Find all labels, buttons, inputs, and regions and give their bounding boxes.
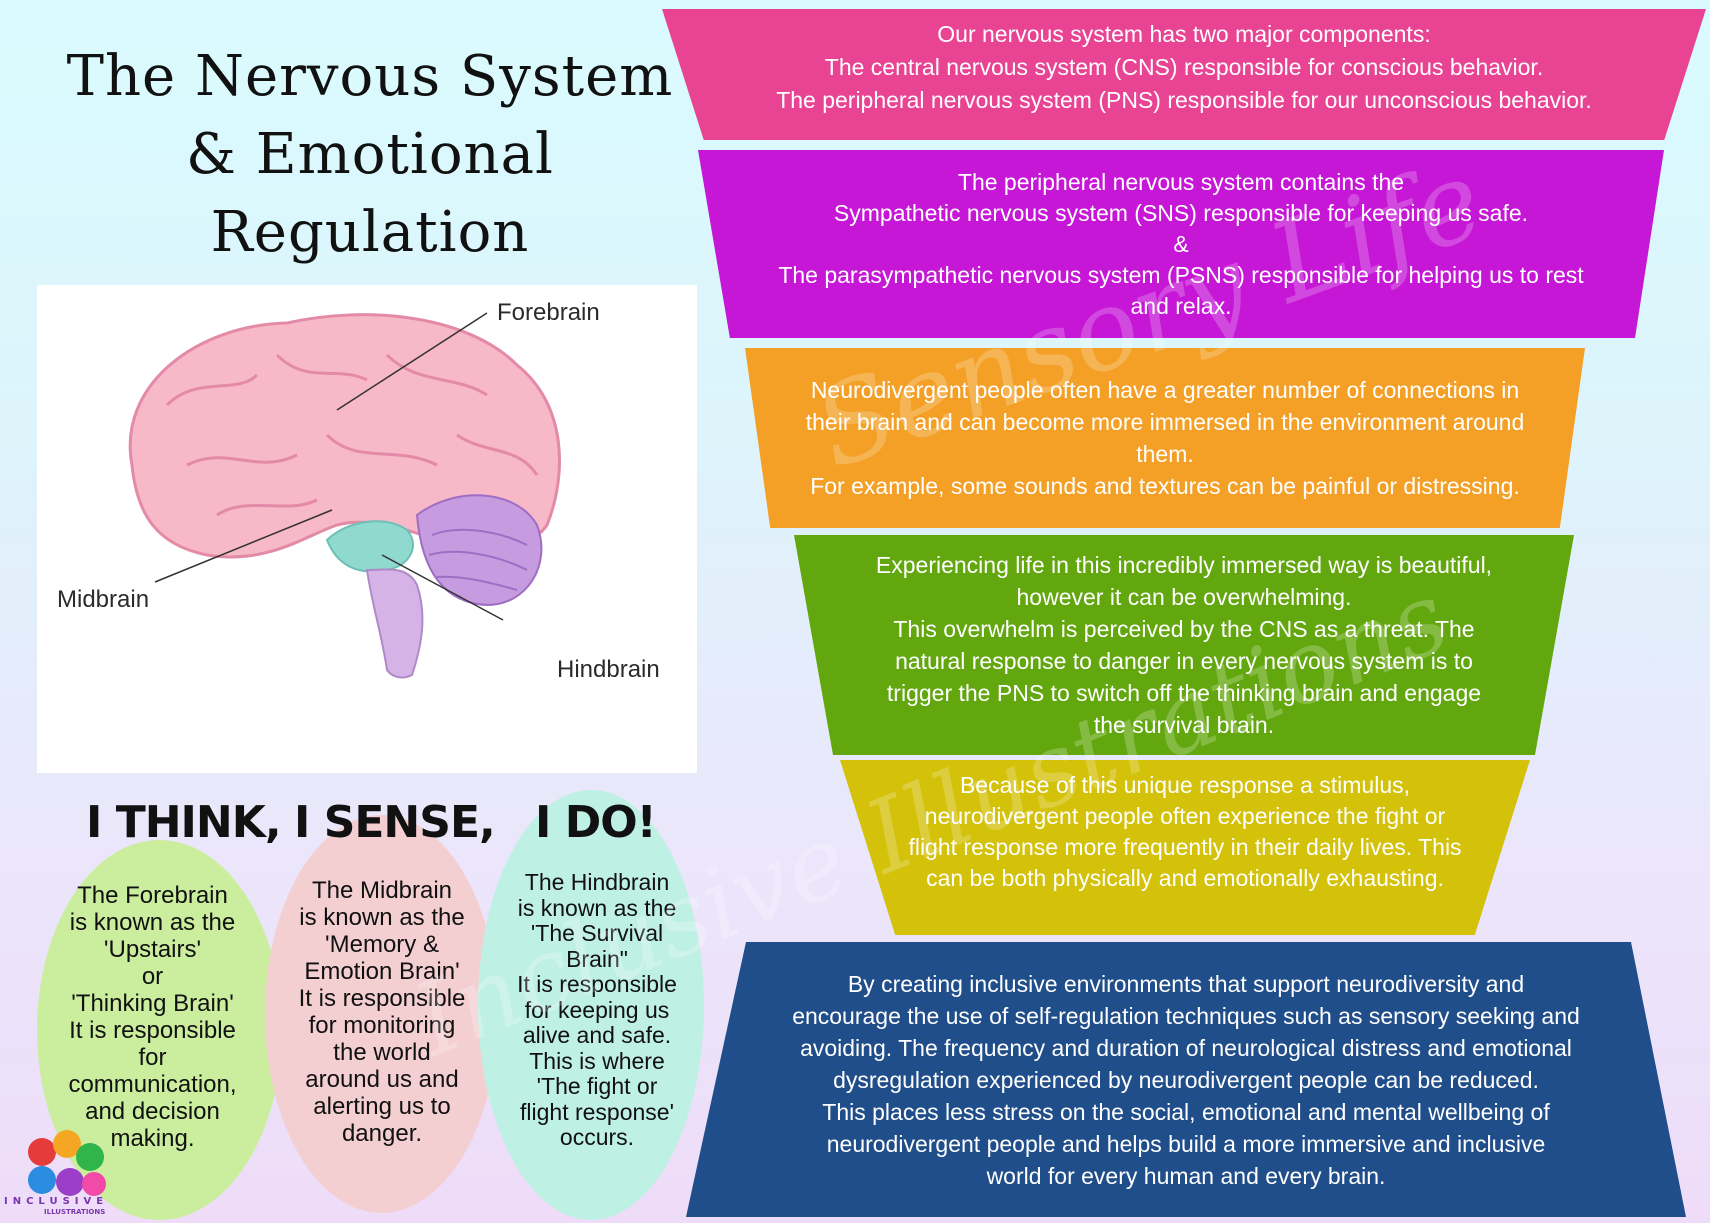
title-line-1: The Nervous System	[66, 44, 674, 109]
logo-sub: ILLUSTRATIONS	[44, 1208, 106, 1216]
hindbrain-label: Hindbrain	[557, 656, 660, 683]
midbrain-oval	[265, 815, 498, 1213]
forebrain-label: Forebrain	[497, 299, 600, 326]
funnel-band-2: The peripheral nervous system contains t…	[698, 150, 1664, 338]
band-5-text: Because of this unique response a stimul…	[908, 772, 1462, 891]
funnel-band-5: Because of this unique response a stimul…	[840, 760, 1530, 935]
heading-sense: I SENSE,	[294, 797, 496, 848]
midbrain-description: The Midbrain is known as the 'Memory & E…	[298, 877, 466, 1147]
midbrain-shape	[325, 520, 414, 573]
brainstem-shape	[365, 568, 424, 679]
band-2-text: The peripheral nervous system contains t…	[778, 168, 1584, 319]
cerebrum-shape	[128, 313, 561, 559]
hindbrain-description: The Hindbrain is known as the 'The Survi…	[517, 869, 677, 1150]
brain-diagram: Forebrain Midbrain Hindbrain	[37, 285, 697, 773]
band-6-text: By creating inclusive environments that …	[792, 970, 1580, 1189]
forebrain-description: The Forebrain is known as the 'Upstairs'…	[68, 882, 237, 1152]
band-1-text: Our nervous system has two major compone…	[776, 21, 1592, 113]
brain-illustration: Forebrain Midbrain Hindbrain	[57, 299, 660, 683]
funnel-band-4: Experiencing life in this incredibly imm…	[794, 535, 1574, 755]
funnel-band-3: Neurodivergent people often have a great…	[745, 348, 1585, 528]
hands-logo-icon	[28, 1130, 106, 1196]
page-title: The Nervous System & Emotional Regulatio…	[20, 38, 720, 272]
hindbrain-oval	[478, 790, 704, 1220]
funnel-band-1: Our nervous system has two major compone…	[662, 9, 1706, 140]
cerebellum-shape	[415, 494, 543, 607]
band-3-text: Neurodivergent people often have a great…	[805, 377, 1525, 499]
midbrain-label: Midbrain	[57, 586, 149, 613]
funnel-band-6: By creating inclusive environments that …	[686, 942, 1686, 1217]
heading-do: I DO!	[535, 797, 657, 848]
band-4-text: Experiencing life in this incredibly imm…	[875, 552, 1493, 738]
title-line-3: Regulation	[210, 200, 530, 265]
title-line-2: & Emotional	[186, 122, 554, 187]
logo-name: INCLUSIVE	[4, 1196, 109, 1207]
heading-think: I THINK,	[86, 797, 282, 848]
